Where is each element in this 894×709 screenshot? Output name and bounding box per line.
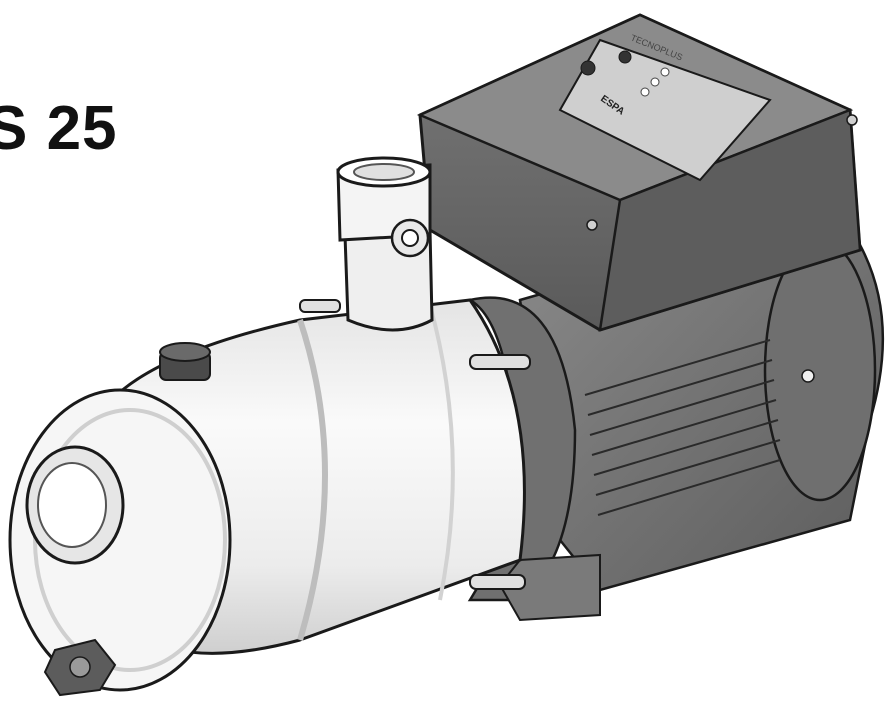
cooling-fins xyxy=(584,339,781,516)
model-title: S 25 xyxy=(0,94,118,163)
suction-inlet xyxy=(25,445,125,565)
control-box: TECNOPLUS ESPA xyxy=(416,13,862,332)
priming-plug xyxy=(159,342,211,381)
drain-plug xyxy=(43,638,117,697)
tie-rods xyxy=(299,299,531,590)
mounting-foot xyxy=(498,553,601,622)
discharge-outlet xyxy=(336,156,434,332)
